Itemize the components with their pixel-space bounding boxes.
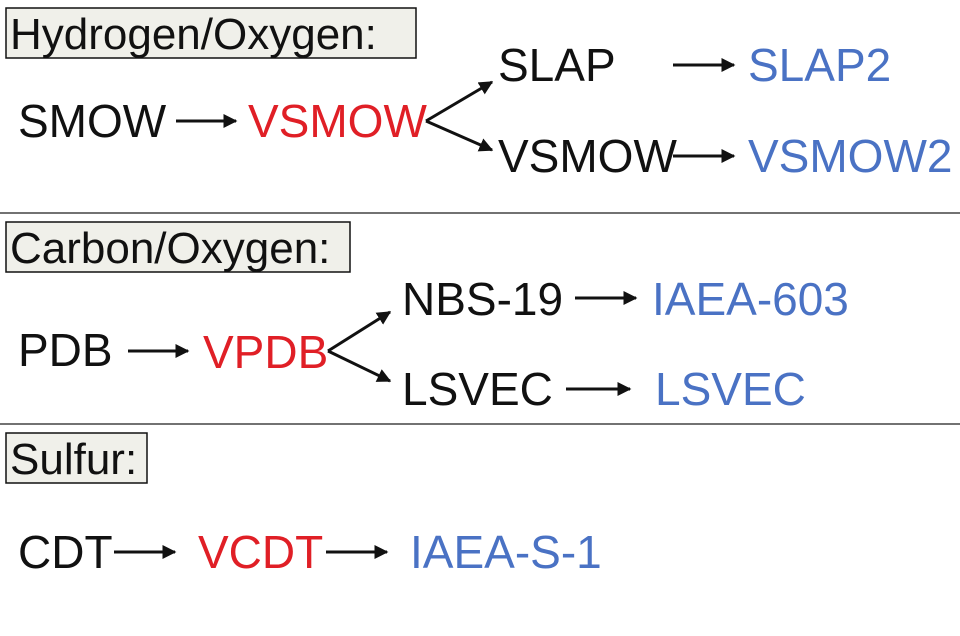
branch-bottom-successor: VSMOW2	[748, 130, 952, 182]
original-standard: PDB	[18, 324, 113, 376]
header-box	[5, 432, 148, 484]
replacement-standard: VCDT	[198, 526, 323, 578]
original-standard: CDT	[18, 526, 113, 578]
section-sulfur: Sulfur: CDT VCDT IAEA-S-1	[5, 432, 602, 578]
replacement-standard: VSMOW	[248, 95, 427, 147]
branch-arrow-down	[327, 349, 392, 383]
branch-arrow-up	[425, 80, 494, 123]
section-header: Hydrogen/Oxygen:	[10, 10, 377, 59]
branch-bottom-successor: LSVEC	[655, 363, 806, 415]
branch-top-standard: NBS-19	[402, 273, 563, 325]
branch-arrow-down	[425, 119, 494, 152]
branch-bottom-standard: LSVEC	[402, 363, 553, 415]
replacement-standard: VPDB	[203, 326, 328, 378]
section-carbon-oxygen: Carbon/Oxygen: PDB VPDB NBS-19 IAEA-603 …	[5, 221, 849, 415]
header-box	[5, 221, 351, 273]
branch-arrow-up	[327, 310, 392, 353]
section-header: Sulfur:	[10, 435, 137, 484]
header-box	[5, 7, 417, 59]
branch-top-successor: IAEA-603	[652, 273, 849, 325]
section-hydrogen-oxygen: Hydrogen/Oxygen: SMOW VSMOW SLAP SLAP2 V…	[5, 7, 952, 182]
branch-top-standard: SLAP	[498, 39, 616, 91]
successor-standard: IAEA-S-1	[410, 526, 602, 578]
branch-bottom-standard: VSMOW	[498, 130, 677, 182]
section-header: Carbon/Oxygen:	[10, 224, 330, 273]
branch-top-successor: SLAP2	[748, 39, 891, 91]
original-standard: SMOW	[18, 95, 167, 147]
